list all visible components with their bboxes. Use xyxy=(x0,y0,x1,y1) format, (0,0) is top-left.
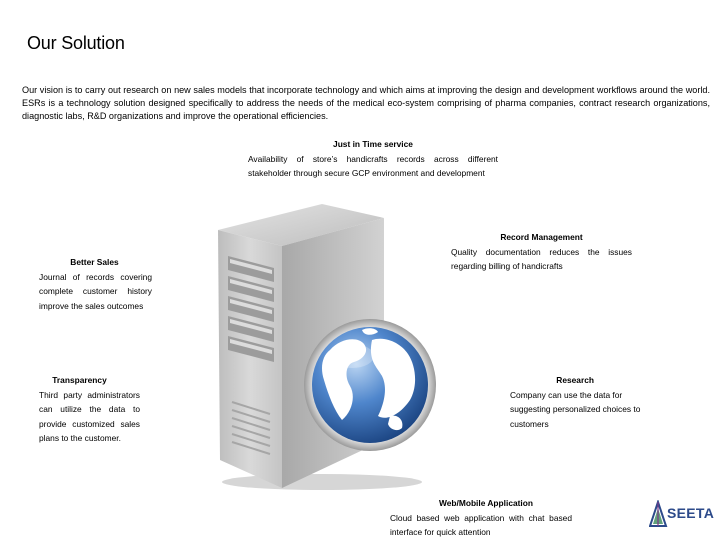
logo-text: SEETA xyxy=(667,505,715,521)
benefit-heading: Better Sales xyxy=(70,257,119,267)
benefit-text: Company can use the data for suggesting … xyxy=(510,389,641,429)
benefit-research: Research Company can use the data for su… xyxy=(510,373,642,431)
benefit-record-management: Record Management Quality documentation … xyxy=(451,230,632,274)
benefit-text: Third party administrators can utilize t… xyxy=(39,389,140,444)
benefit-heading: Just in Time service xyxy=(333,139,413,149)
benefit-heading: Research xyxy=(556,375,594,385)
benefit-transparency: Transparency Third party administrators … xyxy=(39,373,140,446)
benefit-heading: Transparency xyxy=(52,375,107,385)
page-title: Our Solution xyxy=(27,33,125,53)
benefit-heading: Record Management xyxy=(500,232,583,242)
benefit-heading: Web/Mobile Application xyxy=(439,498,533,508)
benefit-just-in-time: Just in Time service Availability of sto… xyxy=(248,137,498,181)
benefit-text: Cloud based web application with chat ba… xyxy=(390,512,572,538)
benefit-text: Journal of records covering complete cus… xyxy=(39,271,152,311)
benefit-text: Quality documentation reduces the issues… xyxy=(451,246,632,272)
server-globe-icon xyxy=(218,204,436,490)
benefit-better-sales: Better Sales Journal of records covering… xyxy=(39,255,152,313)
vision-paragraph: Our vision is to carry out research on n… xyxy=(22,85,710,121)
seeta-logo-icon xyxy=(649,500,668,527)
benefit-text: Availability of store’s handicrafts reco… xyxy=(248,153,498,179)
benefit-web-mobile-app: Web/Mobile Application Cloud based web a… xyxy=(390,496,572,540)
